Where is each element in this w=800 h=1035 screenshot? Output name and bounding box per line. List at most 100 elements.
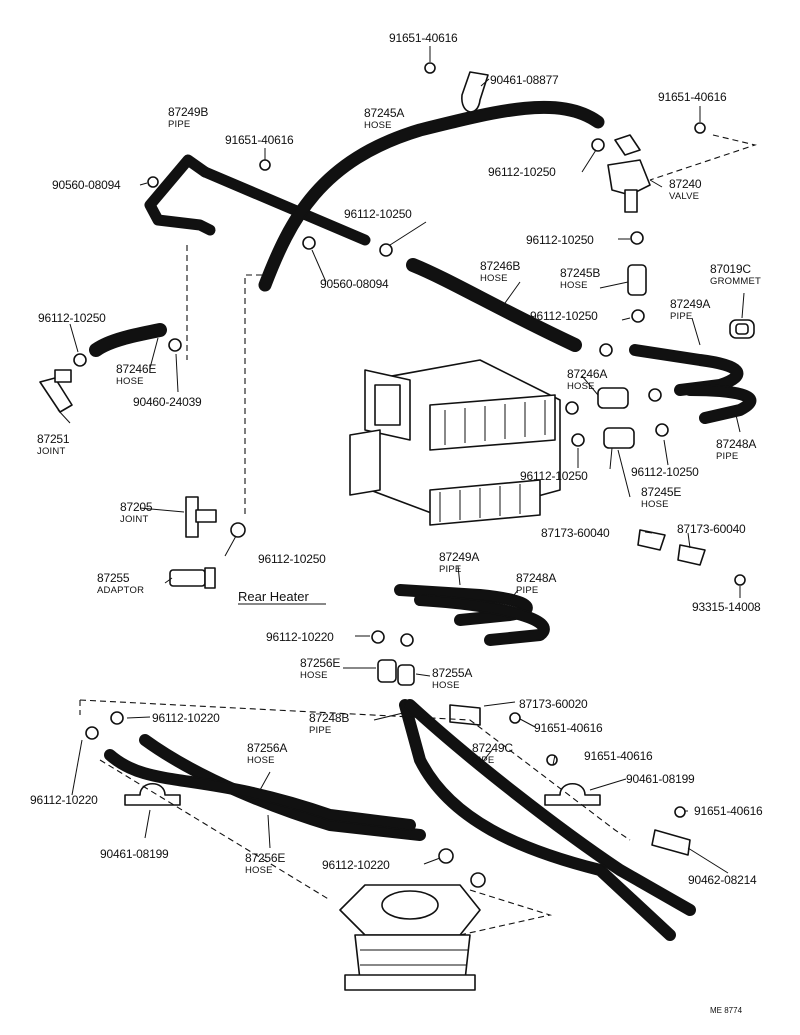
label-90560-08094-b: 90560-08094 (320, 277, 389, 291)
label-87245e: 87245E (641, 485, 681, 499)
label-93315-14008: 93315-14008 (692, 600, 761, 614)
label-87256a-type: HOSE (247, 755, 275, 766)
leader-lines (57, 46, 745, 874)
valve-87240 (607, 134, 651, 213)
pipe-87249b (144, 154, 371, 246)
label-96112-10250-f: 96112-10250 (520, 469, 588, 483)
blower-motor (339, 884, 481, 991)
adaptor-87255 (169, 567, 216, 589)
label-87249a-b-type: PIPE (439, 564, 461, 575)
label-87256e-a-type: HOSE (300, 670, 328, 681)
label-87251: 87251 (37, 432, 70, 446)
pipe-87248b-87249c (399, 699, 696, 941)
label-87249b-type: PIPE (168, 119, 190, 130)
bracket-87173-60020 (449, 704, 481, 726)
label-91651-40616-d: 91651-40616 (534, 721, 603, 735)
clamp-90461-08877 (461, 71, 489, 113)
label-96112-10220-a: 96112-10220 (266, 630, 334, 644)
label-87256e-b-type: HOSE (245, 865, 273, 876)
label-96112-10220-c: 96112-10220 (30, 793, 98, 807)
pipe-87248a-upper (684, 384, 757, 424)
joint-87251 (39, 369, 73, 413)
label-87248a-b-type: PIPE (516, 585, 538, 596)
drawing-reference: ME 8774 (710, 1006, 743, 1015)
label-96112-10250-g: 96112-10250 (631, 465, 699, 479)
label-90461-08199-b: 90461-08199 (100, 847, 169, 861)
hose-87246e (89, 323, 167, 357)
label-87256e-b: 87256E (245, 851, 285, 865)
grommet-87019c (729, 319, 755, 339)
label-87255-type: ADAPTOR (97, 585, 144, 596)
label-96112-10220-d: 96112-10220 (322, 858, 390, 872)
label-87173-60040-b: 87173-60040 (677, 522, 746, 536)
label-96112-10250-d: 96112-10250 (38, 311, 106, 325)
pipe-87248a-lower (414, 594, 550, 646)
label-87246a-type: HOSE (567, 381, 595, 392)
hoses-87256e-87255a (377, 659, 415, 686)
label-91651-40616-a: 91651-40616 (389, 31, 458, 45)
reference-lines (79, 134, 758, 936)
label-87248a-a-type: PIPE (716, 451, 738, 462)
label-87256a: 87256A (247, 741, 287, 755)
label-90461-08877: 90461-08877 (490, 73, 559, 87)
label-87245a-type: HOSE (364, 120, 392, 131)
label-91651-40616-c: 91651-40616 (225, 133, 294, 147)
label-87246b-type: HOSE (480, 273, 508, 284)
label-87249a-a-type: PIPE (670, 311, 692, 322)
label-87256e-a: 87256E (300, 656, 340, 670)
label-87249c-type: PIPE (472, 755, 494, 766)
label-87245b: 87245B (560, 266, 600, 280)
label-87019c: 87019C (710, 262, 751, 276)
diagram-title: Rear Heater (238, 589, 309, 604)
label-87245e-type: HOSE (641, 499, 669, 510)
pipe-87249a-upper (629, 344, 744, 396)
label-90460-24039: 90460-24039 (133, 395, 202, 409)
label-87173-60020: 87173-60020 (519, 697, 588, 711)
joint-87205 (185, 496, 217, 538)
hose-87245b (627, 264, 647, 296)
label-87246e-type: HOSE (116, 376, 144, 387)
label-87240-type: VALVE (669, 191, 699, 202)
part-labels: 91651-40616 90461-08877 87249B PIPE 8724… (30, 31, 763, 1015)
clamp-90461-08199-left (124, 782, 181, 806)
label-87245b-type: HOSE (560, 280, 588, 291)
label-87246a: 87246A (567, 367, 607, 381)
label-87251-type: JOINT (37, 446, 65, 457)
label-87255a-type: HOSE (432, 680, 460, 691)
label-87248b: 87248B (309, 711, 349, 725)
label-87249b: 87249B (168, 105, 208, 119)
label-87205-type: JOINT (120, 514, 148, 525)
label-87255a: 87255A (432, 666, 472, 680)
label-87249c: 87249C (472, 741, 513, 755)
hose-87246a (597, 387, 629, 409)
label-90461-08199-a: 90461-08199 (626, 772, 695, 786)
hose-87245e (603, 427, 635, 449)
rear-heater-unit (349, 359, 561, 526)
pipe-87256a-87256e (104, 734, 426, 841)
label-90560-08094-a: 90560-08094 (52, 178, 121, 192)
label-87245a: 87245A (364, 106, 404, 120)
label-87248b-type: PIPE (309, 725, 331, 736)
clamp-90461-08199-right (544, 782, 601, 806)
label-87248a-b: 87248A (516, 571, 556, 585)
label-87019c-type: GROMMET (710, 276, 761, 287)
label-96112-10250-h: 96112-10250 (258, 552, 326, 566)
label-87246e: 87246E (116, 362, 156, 376)
label-87240: 87240 (669, 177, 702, 191)
hose-87245a (258, 100, 605, 292)
label-91651-40616-f: 91651-40616 (694, 804, 763, 818)
label-96112-10220-b: 96112-10220 (152, 711, 220, 725)
label-87255: 87255 (97, 571, 130, 585)
label-87173-60040-a: 87173-60040 (541, 526, 610, 540)
label-87246b: 87246B (480, 259, 520, 273)
label-91651-40616-e: 91651-40616 (584, 749, 653, 763)
label-91651-40616-b: 91651-40616 (658, 90, 727, 104)
clamp-90462-08214 (651, 829, 691, 856)
label-96112-10250-c: 96112-10250 (526, 233, 594, 247)
hose-87246b (406, 258, 582, 352)
label-87249a-b: 87249A (439, 550, 479, 564)
label-96112-10250-e: 96112-10250 (530, 309, 598, 323)
label-96112-10250-b: 96112-10250 (344, 207, 412, 221)
